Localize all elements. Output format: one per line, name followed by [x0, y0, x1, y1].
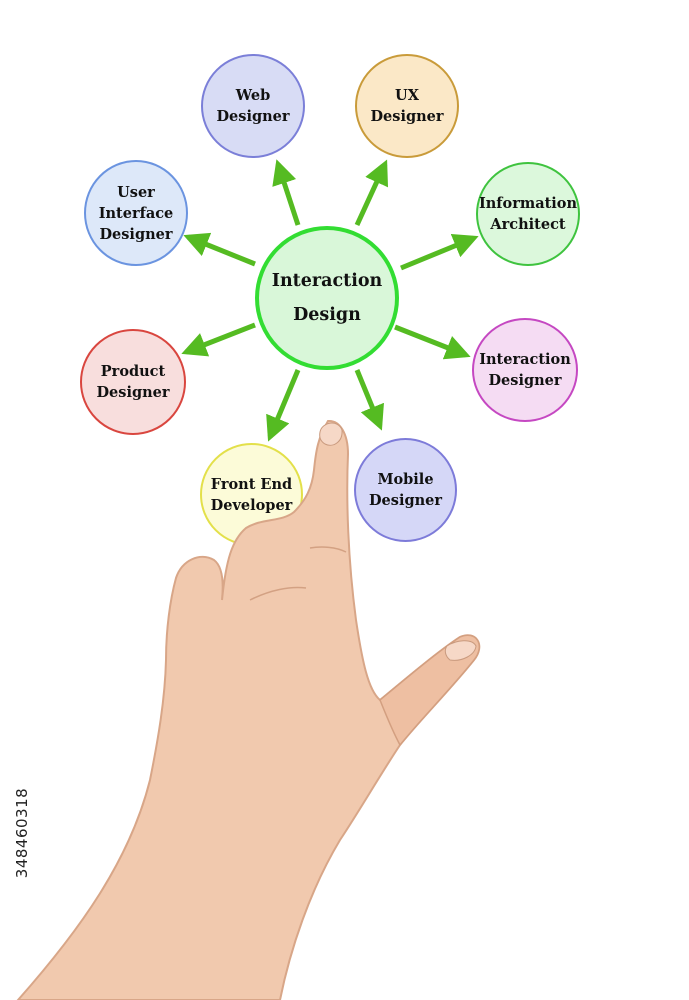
node-label: UX Designer [370, 87, 444, 125]
node-label: Product Designer [96, 363, 170, 401]
hub-label: Interaction Design [271, 271, 383, 325]
arrow-to-user-interface-designer [183, 232, 256, 267]
node-label: Front End Developer [210, 475, 293, 514]
stock-id-watermark: 348460318 [13, 758, 31, 908]
arrow-to-information-architect [400, 234, 479, 271]
node-label: Information Architect [478, 195, 578, 233]
node-information-architect: Information Architect [476, 162, 580, 266]
node-web-designer: Web Designer [201, 54, 305, 158]
node-label: User Interface Designer [98, 183, 174, 243]
node-interaction-designer: Interaction Designer [472, 318, 578, 422]
arrow-to-ux-designer [354, 159, 389, 227]
arrow-to-interaction-designer [394, 324, 471, 360]
node-ux-designer: UX Designer [355, 54, 459, 158]
hub-interaction-design: Interaction Design [255, 226, 399, 370]
arrow-to-web-designer [272, 159, 301, 226]
node-user-interface-designer: User Interface Designer [84, 160, 188, 266]
node-label: Mobile Designer [368, 471, 443, 509]
stock-id-text: 348460318 [13, 787, 31, 879]
node-front-end-developer: Front End Developer [200, 443, 303, 546]
arrow-to-front-end-developer [266, 369, 301, 442]
node-label: Web Designer [216, 87, 290, 125]
node-product-designer: Product Designer [80, 329, 186, 435]
node-label: Interaction Designer [479, 351, 571, 389]
node-mobile-designer: Mobile Designer [354, 438, 457, 542]
arrow-to-product-designer [181, 322, 256, 357]
arrow-to-mobile-designer [354, 369, 384, 431]
